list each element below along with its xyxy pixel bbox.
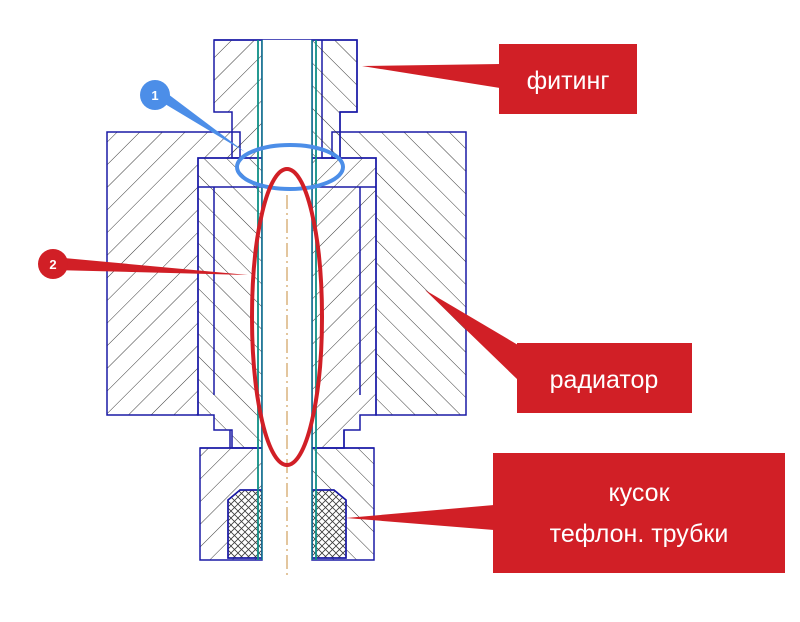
callout-2-ellipse (250, 167, 324, 467)
tube-label-line1: кусок (608, 479, 670, 507)
radiator-callout: радиатор (425, 290, 692, 413)
callout-1: 1 (140, 80, 345, 191)
radiator-label: радиатор (550, 366, 659, 394)
callout-1-ellipse (235, 143, 345, 191)
tube-callout: кусок тефлон. трубки (346, 453, 785, 573)
tube-label-line2: тефлон. трубки (550, 520, 729, 548)
tube-label-box (493, 453, 785, 573)
marker-2-label: 2 (49, 257, 56, 272)
marker-1-label: 1 (151, 88, 158, 103)
callout-2: 2 (38, 167, 324, 467)
teflon-tube-piece (227, 489, 347, 559)
marker-1 (140, 80, 170, 110)
fitting-label-box (499, 44, 637, 114)
marker-2 (38, 249, 68, 279)
radiator-label-box (517, 343, 692, 413)
fitting-callout: фитинг (362, 44, 637, 114)
tube-bore (257, 40, 317, 560)
fitting-label: фитинг (527, 67, 610, 95)
